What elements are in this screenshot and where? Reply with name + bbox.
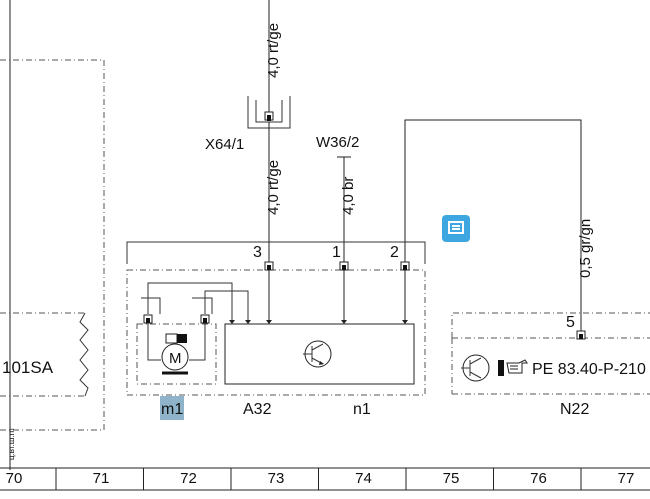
n22-block-marker <box>498 360 504 376</box>
motor-brush-left <box>165 333 178 344</box>
motor-brush-right <box>177 334 187 343</box>
pin-5-fill <box>579 334 583 339</box>
info-badge-glyph <box>448 221 464 234</box>
arrow-pin1 <box>341 320 347 324</box>
pin-3-label: 3 <box>253 244 262 261</box>
scale-ruler: 70 71 72 73 74 75 76 77 <box>6 468 635 490</box>
x64-connector-label: X64/1 <box>205 136 244 153</box>
pin-1-fill <box>342 265 346 270</box>
n22-reference-link[interactable]: PE 83.40-P-210 <box>532 361 646 378</box>
scale-label: 74 <box>355 470 372 487</box>
m1-internal-wires <box>147 323 206 361</box>
side-note-text: ц.вт.ш.гп <box>7 428 16 460</box>
wire-grgn <box>404 119 582 331</box>
m1-pin-left-fill <box>146 318 150 323</box>
x64-pin-fill <box>267 115 271 121</box>
pin-2-fill <box>403 265 407 270</box>
scale-label: 70 <box>6 470 23 487</box>
pin-2-label: 2 <box>390 244 399 261</box>
motor-wire-right <box>192 297 213 314</box>
motor-wire-inner <box>204 290 249 324</box>
m1-label: m1 <box>161 401 183 418</box>
pin-3-fill <box>267 265 271 270</box>
n22-outer-box <box>451 312 650 338</box>
pin-5-label: 5 <box>566 314 575 331</box>
motor-symbol-label: M <box>169 350 182 367</box>
n1-transistor-lines <box>303 343 324 365</box>
m1-motor-box <box>136 323 217 385</box>
n1-control-box <box>224 323 415 385</box>
n22-transistor-lines <box>461 357 482 379</box>
arrow-motor-b <box>245 320 251 324</box>
a32-outer-bracket <box>126 241 426 264</box>
m1-highlight <box>160 396 184 420</box>
left-break-zigzag <box>79 312 89 397</box>
left-component-label: 101SA <box>2 358 54 377</box>
wire-grgn-label: 0,5 gr/gn <box>577 219 594 278</box>
motor-wire-outer <box>147 282 233 324</box>
left-inner-box <box>0 312 85 397</box>
n22-inner-box <box>451 337 650 395</box>
wire-rtge-top-label: 4,0 rt/ge <box>265 23 282 78</box>
n1-label: n1 <box>353 401 371 418</box>
arrow-pin3 <box>266 320 272 324</box>
scale-label: 77 <box>618 470 635 487</box>
scale-label: 72 <box>180 470 197 487</box>
wire-rtge-mid-label: 4,0 rt/ge <box>265 160 282 215</box>
hand-pointer-icon[interactable] <box>506 359 528 374</box>
motor-wire-left <box>141 297 161 314</box>
pin-1-label: 1 <box>332 244 341 261</box>
arrow-pin2 <box>402 320 408 324</box>
wire-br-label: 4,0 br <box>340 177 357 215</box>
n22-label: N22 <box>560 401 589 418</box>
scale-label: 73 <box>268 470 285 487</box>
scale-label: 76 <box>530 470 547 487</box>
m1-pin-right-fill <box>203 318 207 323</box>
n1-transistor-arrow <box>319 361 324 365</box>
scale-label: 71 <box>93 470 110 487</box>
scale-label: 75 <box>443 470 460 487</box>
motor-symbol-icon <box>161 343 189 371</box>
left-component-box <box>0 59 105 431</box>
a32-label: A32 <box>243 401 272 418</box>
arrow-motor-a <box>229 320 235 324</box>
w36-connector-label: W36/2 <box>316 134 359 151</box>
a32-assembly-box <box>126 269 426 396</box>
